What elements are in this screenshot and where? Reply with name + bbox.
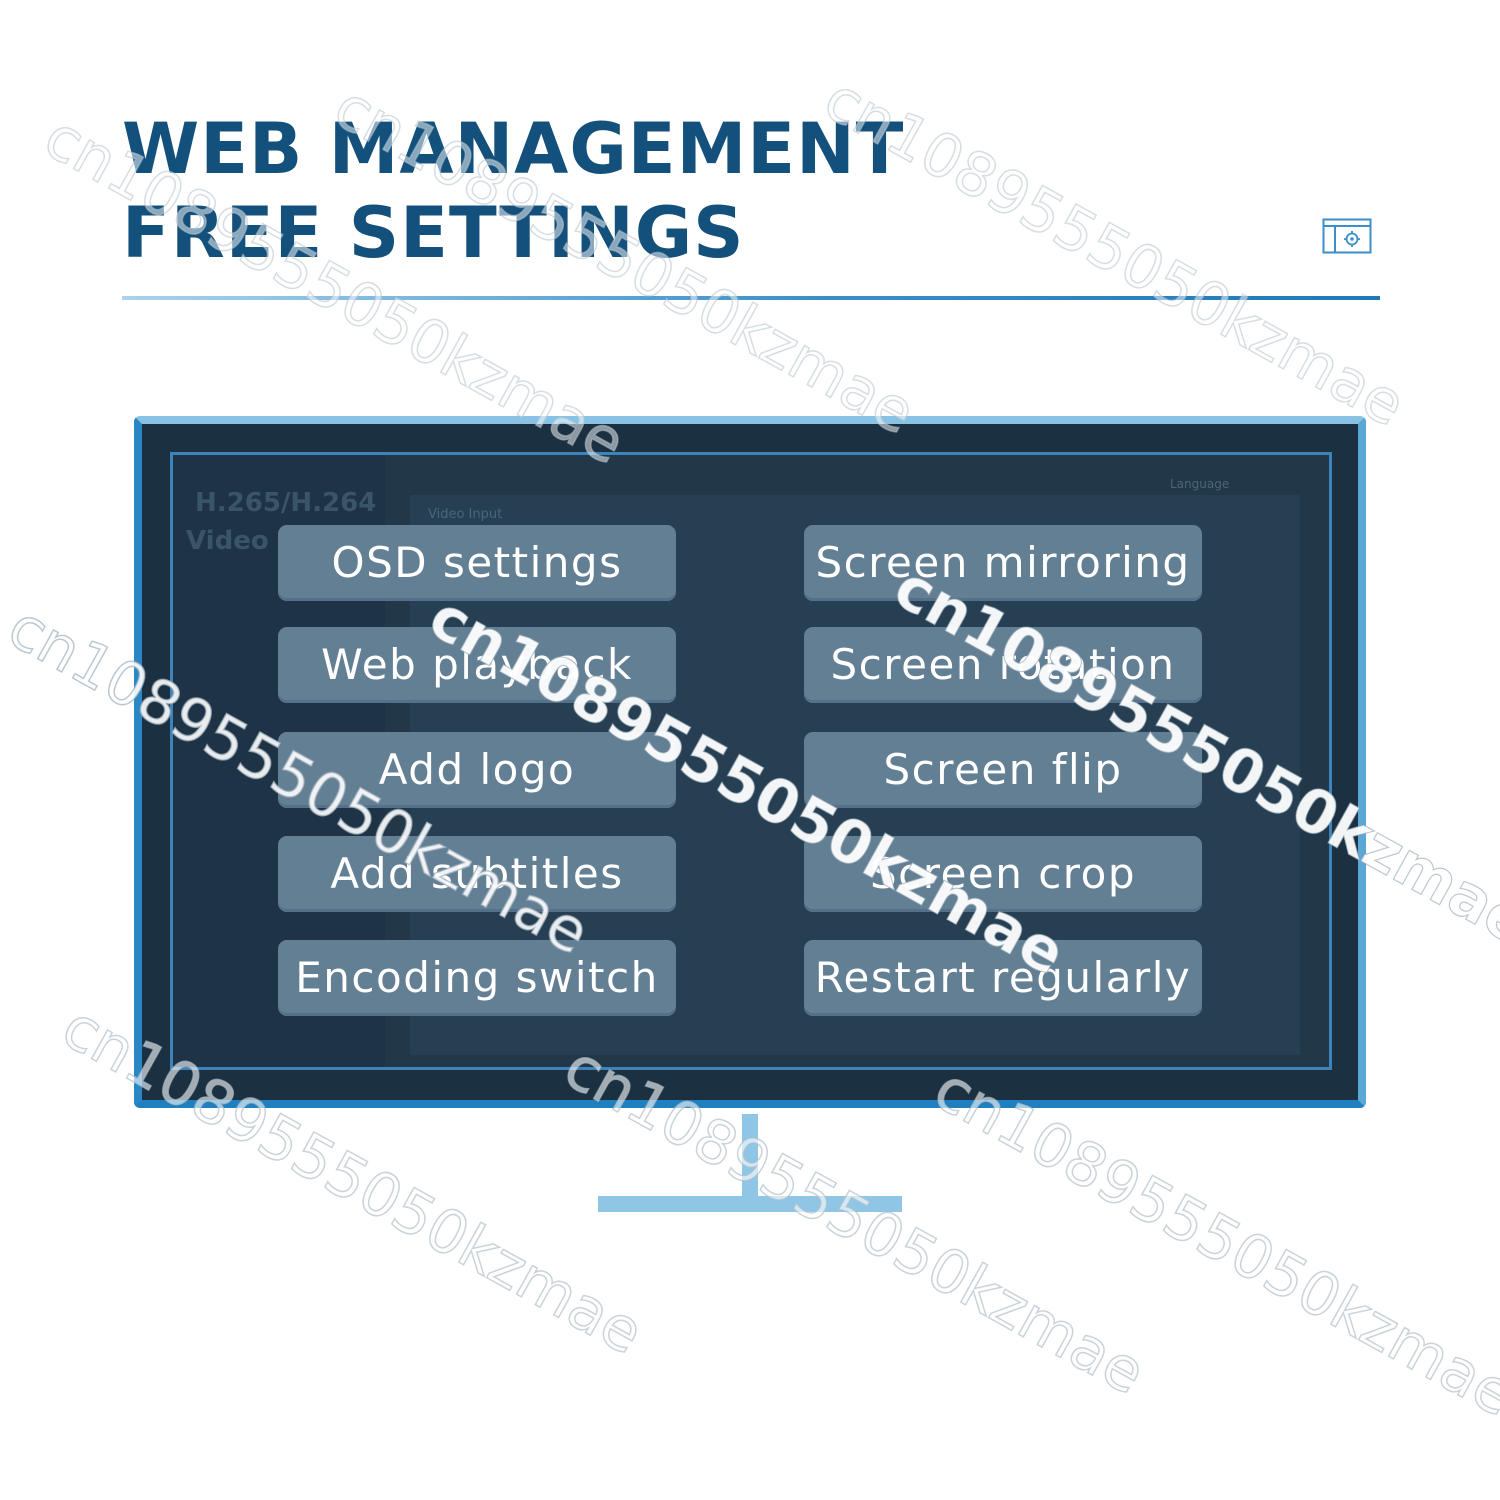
restart-regularly-button[interactable]: Restart regularly	[804, 940, 1202, 1016]
screen-language-label: Language	[1170, 477, 1230, 491]
web-playback-button[interactable]: Web playback	[278, 627, 676, 703]
osd-settings-button[interactable]: OSD settings	[278, 525, 676, 601]
monitor-stand-base	[598, 1196, 902, 1212]
add-logo-button[interactable]: Add logo	[278, 732, 676, 808]
title-line-1: WEB MANAGEMENT	[122, 108, 905, 190]
screen-panel-label: Video Input	[428, 507, 503, 522]
encoding-switch-button[interactable]: Encoding switch	[278, 940, 676, 1016]
settings-window-icon	[1322, 218, 1372, 254]
watermark-text: cn1089555050kzmae	[923, 1054, 1500, 1431]
header-divider	[122, 296, 1380, 300]
screen-rotation-button[interactable]: Screen rotation	[804, 627, 1202, 703]
screen-brand-line-1: H.265/H.264	[195, 488, 377, 518]
screen-crop-button[interactable]: Screen crop	[804, 836, 1202, 912]
screen-mirroring-button[interactable]: Screen mirroring	[804, 525, 1202, 601]
screen-flip-button[interactable]: Screen flip	[804, 732, 1202, 808]
add-subtitles-button[interactable]: Add subtitles	[278, 836, 676, 912]
title-line-2: FREE SETTINGS	[122, 192, 745, 274]
monitor-stand-neck	[742, 1114, 758, 1200]
